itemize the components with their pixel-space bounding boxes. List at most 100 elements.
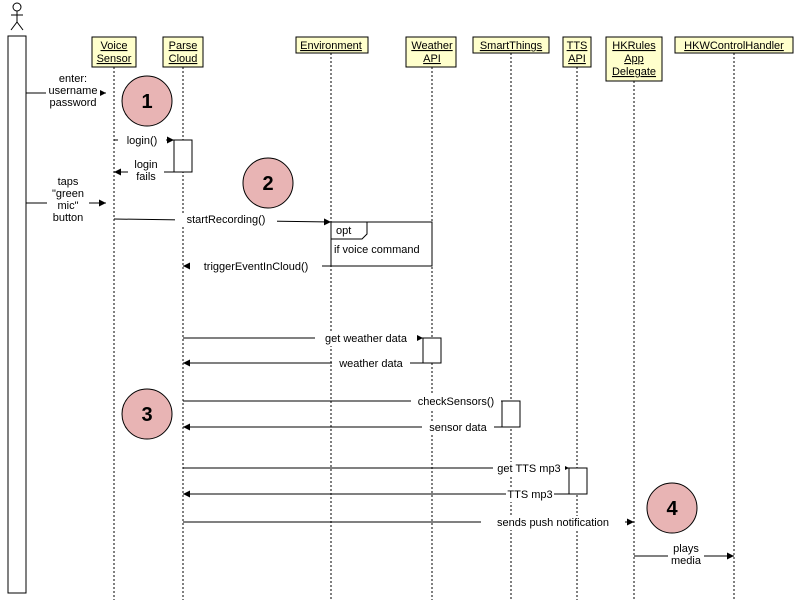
step-badge-number: 4 (666, 498, 678, 520)
participant-hkw: HKWControlHandler (674, 36, 794, 54)
step-badge-4: 4 (646, 482, 698, 534)
participant-box-hkrules (605, 36, 663, 82)
message-label-weather-data: weather data (338, 358, 403, 370)
participant-label-tts: API (568, 53, 586, 65)
message-label-plays: media (671, 555, 702, 567)
step-badge-2: 2 (242, 157, 294, 209)
message-bg-enter (46, 72, 100, 110)
participant-label-hkrules: App (624, 53, 644, 65)
participant-label-weather: API (423, 53, 441, 65)
step-badge-1: 1 (121, 75, 173, 127)
activation-tts (568, 467, 588, 495)
message-tts-mp3: TTS mp3 (506, 488, 554, 502)
step-badge-number: 2 (262, 173, 273, 195)
message-label-taps: taps (58, 176, 79, 188)
participant-box-tts (562, 36, 592, 68)
message-bg-sensor-data (422, 421, 494, 435)
opt-operator: opt (336, 225, 351, 237)
message-label-taps: "green (52, 188, 84, 200)
message-label-get-tts: get TTS mp3 (497, 463, 560, 475)
message-bg-check-sensors (411, 395, 501, 409)
step-badge-3: 3 (121, 388, 173, 440)
message-label-sensor-data: sensor data (429, 422, 487, 434)
message-bg-weather-data (332, 357, 410, 371)
activation-weather (422, 337, 442, 364)
activation-smart (501, 400, 521, 428)
message-label-login-fails: fails (136, 171, 156, 183)
message-label-plays: plays (673, 543, 699, 555)
message-bg-get-weather (315, 332, 417, 346)
message-bg-trigger (190, 260, 322, 274)
message-bg-plays (668, 542, 704, 568)
participant-label-hkrules: HKRules (612, 40, 656, 52)
step-badge-circle (242, 157, 294, 209)
step-badge-circle (121, 388, 173, 440)
message-label-start-recording: startRecording() (187, 214, 266, 226)
actor-lifeline-bar (7, 35, 27, 594)
message-weather-data: weather data (332, 357, 410, 371)
opt-fragment: opt if voice command (330, 221, 433, 267)
participant-box-voice (91, 36, 137, 68)
message-label-tts-mp3: TTS mp3 (507, 489, 552, 501)
message-label-get-weather: get weather data (325, 333, 408, 345)
message-get-tts: get TTS mp3 (493, 462, 565, 476)
participant-label-hkw: HKWControlHandler (684, 40, 784, 52)
participant-smart: SmartThings (472, 36, 550, 54)
participant-label-parse: Parse (169, 40, 198, 52)
message-label-login: login() (127, 135, 158, 147)
message-label-check-sensors: checkSensors() (418, 396, 494, 408)
message-bg-taps (47, 175, 89, 225)
message-trigger: triggerEventInCloud() (190, 260, 322, 274)
message-bg-start-recording (175, 213, 277, 227)
message-bg-tts-mp3 (506, 488, 554, 502)
message-bg-login (118, 134, 166, 148)
participant-label-parse: Cloud (169, 53, 198, 65)
message-get-weather: get weather data (315, 332, 417, 346)
message-bg-get-tts (493, 462, 565, 476)
message-sensor-data: sensor data (422, 421, 494, 435)
message-start-recording: startRecording() (175, 213, 277, 227)
opt-guard: if voice command (334, 244, 420, 256)
step-badge-circle (121, 75, 173, 127)
message-label-login-fails: login (134, 159, 157, 171)
participant-box-weather (405, 36, 457, 68)
message-label-enter: username (49, 85, 98, 97)
step-badge-number: 1 (141, 91, 152, 113)
message-check-sensors: checkSensors() (411, 395, 501, 409)
message-bg-login-fails (128, 158, 164, 184)
message-login: login() (118, 134, 166, 148)
participant-box-parse (162, 36, 204, 68)
message-label-enter: password (49, 97, 96, 109)
message-label-enter: enter: (59, 73, 87, 85)
participant-label-voice: Sensor (97, 53, 132, 65)
participant-label-env: Environment (300, 40, 362, 52)
message-label-taps: button (53, 212, 84, 224)
message-label-push: sends push notification (497, 517, 609, 529)
step-badge-number: 3 (141, 404, 152, 426)
participant-box-env (295, 36, 369, 54)
activation-parse-login (173, 139, 193, 173)
participant-label-hkrules: Delegate (612, 66, 656, 78)
participant-label-smart: SmartThings (480, 40, 543, 52)
message-push: sends push notification (481, 516, 625, 530)
participant-env: Environment (295, 36, 369, 54)
participant-label-tts: TTS (567, 40, 588, 52)
step-badge-circle (646, 482, 698, 534)
participant-label-weather: Weather (411, 40, 453, 52)
message-bg-push (481, 516, 625, 530)
message-label-trigger: triggerEventInCloud() (204, 261, 309, 273)
participant-label-voice: Voice (101, 40, 128, 52)
user-actor (10, 2, 24, 31)
message-label-taps: mic" (57, 200, 78, 212)
